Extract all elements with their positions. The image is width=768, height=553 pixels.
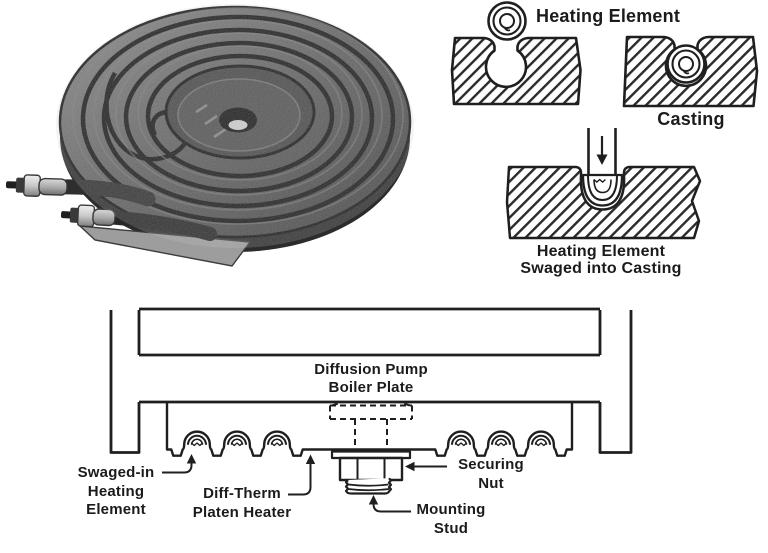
swaged-caption: Heating Element Swaged into Casting <box>520 243 681 277</box>
mounting-stud-label-line2: Stud <box>433 519 469 537</box>
diff-therm-label-line1: Diff-Therm <box>203 485 281 502</box>
boiler-plate-label-line1: Diffusion Pump <box>314 361 428 378</box>
leader-mounting <box>372 502 411 513</box>
swaged-element-section <box>581 173 624 207</box>
leader-arrowheads <box>186 454 415 505</box>
photo-grain <box>56 4 414 248</box>
mounting-stud-label: Mounting Stud <box>416 501 485 538</box>
heating-element-seated <box>666 44 706 84</box>
swaged-in-label: Swaged-in Heating Element <box>78 464 155 520</box>
swaged-in-label-line3: Element <box>86 501 146 518</box>
mounting-stud-label-line1: Mounting <box>416 501 486 518</box>
swaged-elements-detail <box>187 434 551 447</box>
press-ram <box>587 128 617 177</box>
heater-photo <box>5 4 414 267</box>
arrow-mounting-icon <box>368 495 379 505</box>
platen-heater-outline <box>165 402 574 457</box>
pump-wall-right <box>598 310 633 454</box>
casting-label: Casting <box>657 109 725 129</box>
leader-diff-therm <box>288 462 312 496</box>
casting-block-open <box>450 36 582 106</box>
securing-nut-label: Securing Nut <box>458 456 524 493</box>
casting-slab-swaged <box>505 165 702 240</box>
boiler-plate-label: Diffusion Pump Boiler Plate <box>314 361 428 397</box>
leader-swaged-in <box>162 461 193 474</box>
casting-block-seated <box>622 35 759 108</box>
securing-nut-label-line1: Securing <box>458 456 524 473</box>
diff-therm-label: Diff-Therm Platen Heater <box>193 485 291 522</box>
arrow-securing-icon <box>405 461 415 472</box>
hidden-stud-hole <box>329 401 413 450</box>
arrow-swaged-in-icon <box>186 454 197 464</box>
heating-element-label: Heating Element <box>536 6 681 26</box>
lead-upper <box>5 174 68 197</box>
lead-lower <box>60 204 116 228</box>
heating-element-section <box>487 1 527 41</box>
swaged-in-label-line1: Swaged-in <box>77 464 155 481</box>
pump-wall-left <box>109 310 141 454</box>
mounting-stud-threads <box>344 477 393 495</box>
diff-therm-label-line2: Platen Heater <box>192 503 292 521</box>
boiler-diagram <box>109 307 633 513</box>
arrow-diff-therm-icon <box>305 454 316 464</box>
press-arrow-icon <box>596 154 608 165</box>
boiler-plate-label-line2: Boiler Plate <box>328 379 414 396</box>
securing-nut-facets <box>356 458 386 480</box>
swaging-diagrams <box>450 1 759 240</box>
swaged-caption-line2: Swaged into Casting <box>520 260 682 277</box>
securing-nut-label-line2: Nut <box>478 474 504 492</box>
swaged-caption-line1: Heating Element <box>536 243 666 260</box>
swaged-in-label-line2: Heating <box>87 482 145 500</box>
securing-nut-body <box>338 456 404 482</box>
